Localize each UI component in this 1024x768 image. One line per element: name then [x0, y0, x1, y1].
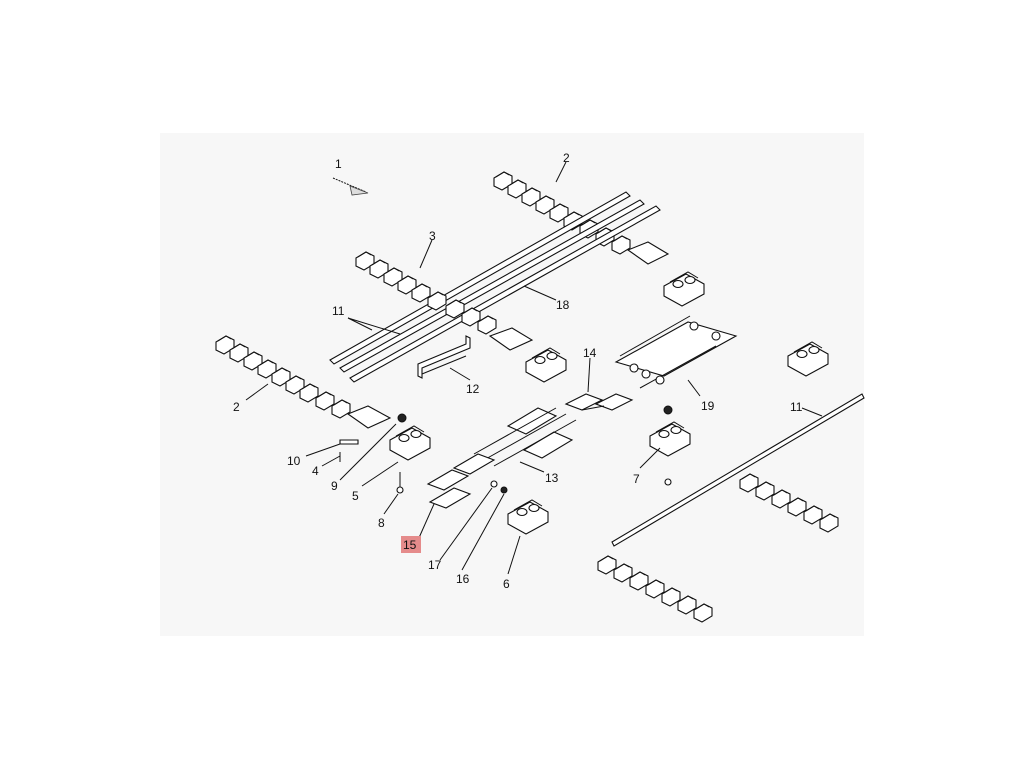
bracket-far-right — [787, 341, 829, 377]
callout-19[interactable]: 19 — [701, 399, 715, 413]
bracket-7 — [649, 421, 691, 457]
callout-16[interactable]: 16 — [456, 572, 470, 586]
callout-6[interactable]: 6 — [503, 577, 510, 591]
track-section-upper — [493, 171, 670, 265]
callout-5[interactable]: 5 — [352, 489, 359, 503]
bracket-top-right — [663, 271, 705, 307]
direction-arrow — [332, 177, 369, 196]
callout-2-left[interactable]: 2 — [233, 400, 240, 414]
callout-10[interactable]: 10 — [287, 454, 301, 468]
clip-part — [417, 335, 471, 379]
track-section-left — [215, 335, 392, 429]
track-section-lower-right — [597, 393, 865, 623]
callout-12[interactable]: 12 — [466, 382, 480, 396]
callout-11-top[interactable]: 11 — [332, 304, 345, 318]
callout-14[interactable]: 14 — [583, 346, 597, 360]
callout-1[interactable]: 1 — [335, 157, 342, 171]
connecting-link-19 — [614, 315, 738, 389]
callout-3[interactable]: 3 — [429, 229, 436, 243]
bracket-6 — [507, 499, 549, 535]
callout-15-highlight — [401, 536, 421, 553]
callout-4[interactable]: 4 — [312, 464, 319, 478]
callout-8[interactable]: 8 — [378, 516, 385, 530]
callout-7[interactable]: 7 — [633, 472, 640, 486]
callout-9[interactable]: 9 — [331, 479, 338, 493]
leader-lines — [245, 161, 823, 575]
callout-18[interactable]: 18 — [556, 298, 570, 312]
callout-15[interactable]: 15 — [403, 538, 417, 552]
fastener-set — [339, 405, 673, 494]
rail-bars — [329, 191, 661, 383]
callout-2-top[interactable]: 2 — [563, 151, 570, 165]
bracket-center — [525, 347, 567, 383]
callout-11-right[interactable]: 11 — [790, 400, 803, 414]
callout-17[interactable]: 17 — [428, 558, 442, 572]
track-section-middle — [355, 251, 534, 351]
callout-labels: 1 2 2 3 4 5 6 7 8 9 10 11 11 12 13 14 15… — [233, 151, 803, 591]
small-link-14 — [564, 393, 634, 411]
callout-13[interactable]: 13 — [545, 471, 559, 485]
bracket-5 — [389, 425, 431, 461]
link-with-pins-13 — [473, 407, 577, 467]
link-assembly-15 — [426, 453, 508, 509]
